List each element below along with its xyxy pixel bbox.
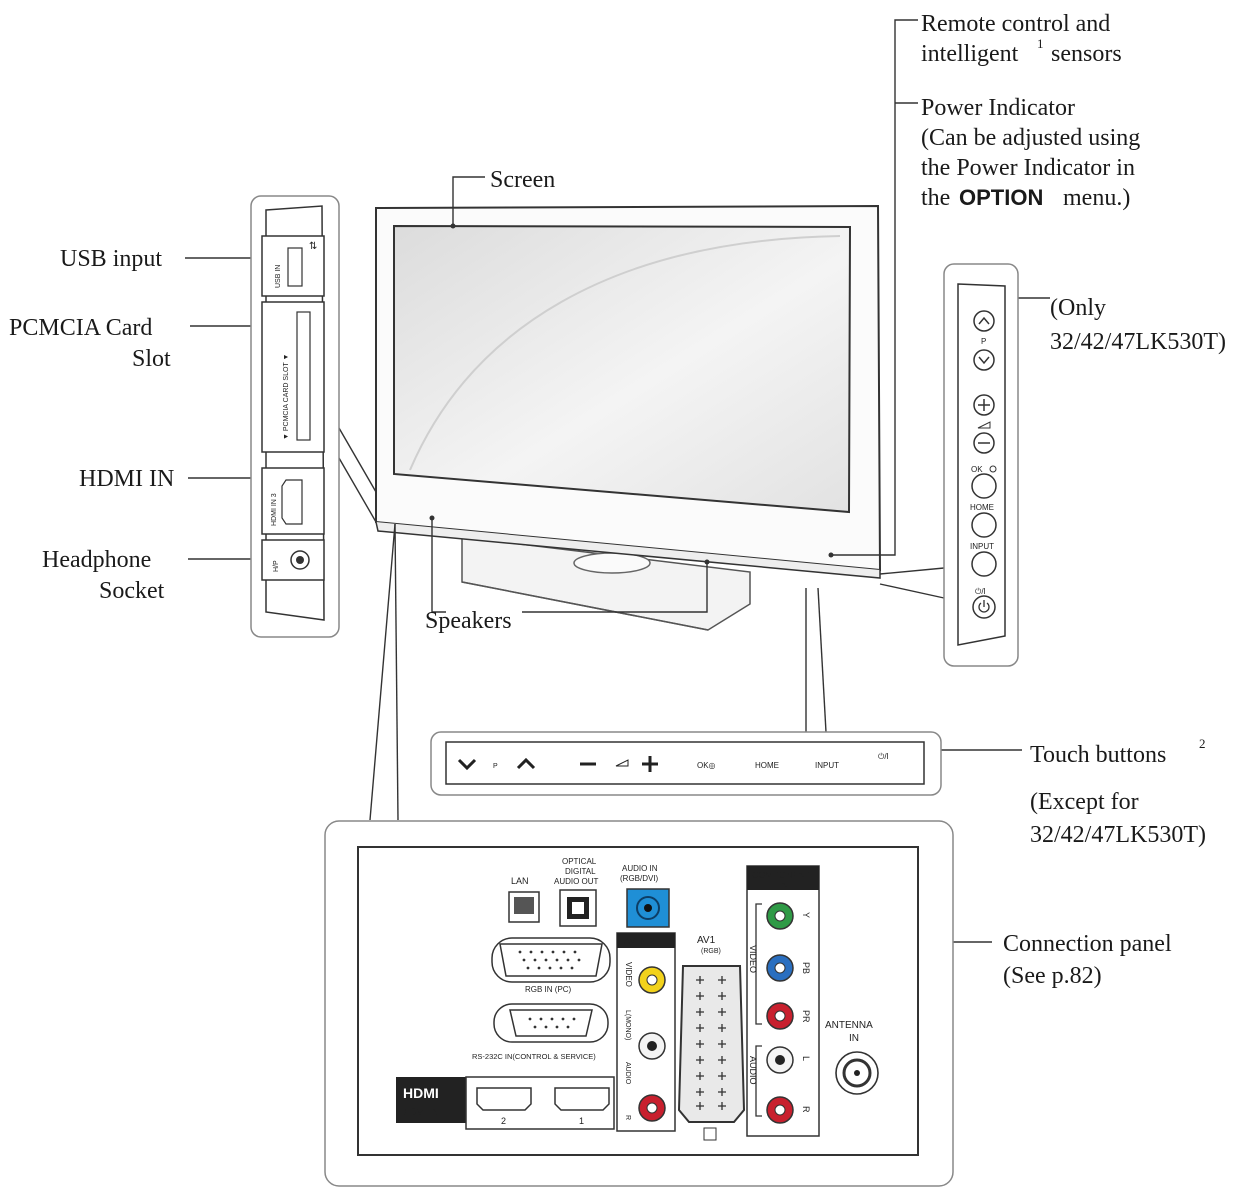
av2-r-label: R bbox=[624, 1115, 631, 1120]
tv-set bbox=[375, 204, 882, 631]
av-in2-label: AV IN 2 bbox=[624, 936, 654, 946]
headphone-label-1: Headphone bbox=[42, 547, 151, 573]
touch-p-label: P bbox=[493, 763, 498, 770]
channel-up-icon bbox=[973, 310, 995, 332]
touch-home-label: HOME bbox=[755, 761, 779, 770]
except-models-label-2: 32/42/47LK530T) bbox=[1030, 822, 1206, 848]
pcmcia-label-1: PCMCIA Card bbox=[9, 315, 152, 341]
side-button-panel: P OK HOME INPUT ⏻/I bbox=[943, 263, 1019, 667]
connection-panel-label-2: (See p.82) bbox=[1003, 963, 1102, 989]
component-y-label: Y bbox=[801, 912, 811, 918]
power-indicator-option: OPTION bbox=[959, 185, 1043, 210]
component-label-2: IN bbox=[779, 880, 788, 890]
ground-icon bbox=[703, 1127, 717, 1141]
usb-port-label: USB IN bbox=[275, 265, 282, 288]
antenna-label-2: IN bbox=[849, 1033, 859, 1044]
audio-in-label-2: (RGB/DVI) bbox=[620, 874, 659, 883]
av2-audio-label: AUDIO bbox=[624, 1062, 631, 1085]
headphone-label-2: Socket bbox=[99, 578, 165, 604]
side-p-label: P bbox=[981, 337, 986, 346]
touch-channel-up-icon bbox=[516, 757, 536, 770]
only-models-label-1: (Only bbox=[1050, 295, 1106, 321]
hdmi-port-1 bbox=[554, 1087, 610, 1111]
side-ok-label: OK bbox=[971, 465, 983, 474]
hdmi-port-2 bbox=[476, 1087, 532, 1111]
usb-icon: ⇅ bbox=[309, 241, 317, 252]
audio-in-label-1: AUDIO IN bbox=[622, 864, 658, 873]
remote-sensor-label-1: Remote control and bbox=[921, 11, 1110, 37]
side-power-label: ⏻/I bbox=[975, 587, 986, 596]
scart-pins bbox=[696, 976, 726, 1110]
connection-panel: LAN OPTICAL DIGITAL AUDIO OUT AUDIO IN (… bbox=[324, 820, 954, 1187]
hdmi-1-label: 1 bbox=[579, 1116, 584, 1126]
av1-sub-label: (RGB) bbox=[701, 948, 721, 955]
component-pb-label: PB bbox=[801, 962, 811, 974]
remote-sensor-footnote: 1 bbox=[1037, 36, 1044, 51]
optical-label-3: AUDIO OUT bbox=[554, 877, 599, 886]
side-home-label: HOME bbox=[970, 503, 994, 512]
side-ok-button bbox=[971, 473, 997, 499]
hdmi-logo bbox=[396, 1077, 466, 1123]
side-input-button bbox=[971, 551, 997, 577]
headphone-port-label: H/P bbox=[273, 560, 280, 572]
pcmcia-slot-label: ▼ PCMCIA CARD SLOT ▼ bbox=[283, 354, 290, 440]
pcmcia-label-2: Slot bbox=[132, 346, 171, 372]
usb-input-label: USB input bbox=[60, 246, 162, 272]
touch-buttons-label: Touch buttons bbox=[1030, 742, 1166, 768]
rgb-in-port bbox=[499, 943, 603, 977]
callout-labels: Remote control and intelligent 1 sensors… bbox=[9, 11, 1226, 989]
touch-input-label: INPUT bbox=[815, 761, 839, 770]
optical-label-2: DIGITAL bbox=[565, 867, 596, 876]
touch-button-bar: P OK◎ HOME INPUT ⏻/I bbox=[430, 731, 942, 796]
rs232-port bbox=[509, 1009, 593, 1037]
av2-video-label: VIDEO bbox=[624, 962, 633, 987]
component-pr-label: PR bbox=[801, 1010, 811, 1023]
speakers-label: Speakers bbox=[425, 608, 512, 634]
av1-scart-port bbox=[677, 965, 746, 1123]
touch-ok-label: OK◎ bbox=[697, 761, 716, 770]
touch-power-label: ⏻/I bbox=[878, 752, 889, 761]
touch-channel-down-icon bbox=[457, 758, 477, 771]
only-models-label-2: 32/42/47LK530T) bbox=[1050, 329, 1226, 355]
av2-mono-label: L(MONO) bbox=[624, 1010, 631, 1040]
volume-icon bbox=[977, 421, 991, 429]
touch-volume-icon bbox=[615, 759, 629, 767]
power-indicator-label-4c: menu.) bbox=[1063, 185, 1130, 211]
rs232-label: RS-232C IN(CONTROL & SERVICE) bbox=[472, 1052, 596, 1061]
dvi-in-label: / DVI IN bbox=[404, 1107, 439, 1118]
hdmi-in-label: HDMI IN bbox=[79, 466, 174, 492]
connection-panel-label-1: Connection panel bbox=[1003, 931, 1172, 957]
channel-down-icon bbox=[973, 349, 995, 371]
except-models-label-1: (Except for bbox=[1030, 789, 1139, 815]
screen-label: Screen bbox=[490, 167, 555, 193]
av1-label: AV1 bbox=[697, 935, 716, 946]
side-connector-panel: USB IN ⇅ ▼ PCMCIA CARD SLOT ▼ HDMI IN 3 … bbox=[250, 195, 340, 638]
power-indicator-label-1: Power Indicator bbox=[921, 95, 1075, 121]
power-indicator-label-4a: the bbox=[921, 185, 950, 211]
antenna-label-1: ANTENNA bbox=[825, 1020, 873, 1031]
side-input-label: INPUT bbox=[970, 542, 994, 551]
hdmi-2-label: 2 bbox=[501, 1116, 506, 1126]
power-indicator-label-3: the Power Indicator in bbox=[921, 155, 1135, 181]
power-indicator-label-2: (Can be adjusted using bbox=[921, 125, 1140, 151]
hdmi-logo-text: HDMI bbox=[403, 1085, 439, 1101]
component-r-label: R bbox=[801, 1106, 811, 1113]
side-home-button bbox=[971, 512, 997, 538]
remote-sensor-label-2a: intelligent bbox=[921, 41, 1019, 67]
hdmi-port-label: HDMI IN 3 bbox=[271, 493, 278, 526]
optical-label-1: OPTICAL bbox=[562, 857, 597, 866]
lan-label: LAN bbox=[511, 876, 529, 886]
component-l-label: L bbox=[801, 1056, 811, 1061]
pcmcia-slot bbox=[261, 301, 325, 453]
component-audio-label: AUDIO bbox=[748, 1056, 758, 1085]
component-label-1: COMPONENT bbox=[752, 870, 811, 880]
touch-volume-up-icon bbox=[642, 756, 658, 772]
remote-sensor-label-2b: sensors bbox=[1051, 41, 1122, 67]
component-video-label: VIDEO bbox=[748, 945, 758, 973]
touch-buttons-footnote: 2 bbox=[1199, 736, 1206, 751]
rgb-in-label: RGB IN (PC) bbox=[525, 985, 572, 994]
